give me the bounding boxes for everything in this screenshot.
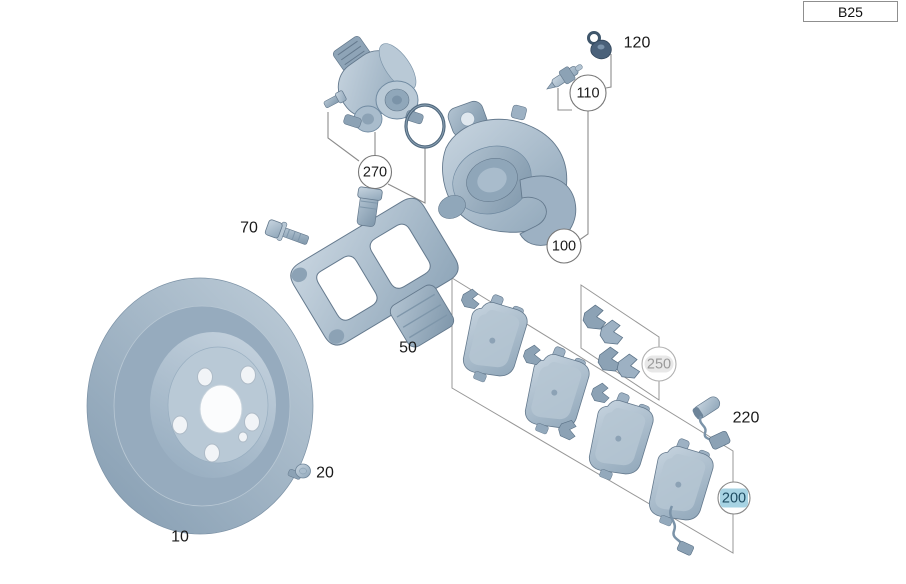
brake-pad[interactable] xyxy=(575,386,664,490)
caliper-bracket-illustration[interactable] xyxy=(286,186,464,351)
callout-110-label: 110 xyxy=(576,86,599,102)
clips-group-outline xyxy=(580,284,660,401)
callout-100[interactable]: 100 xyxy=(546,228,582,264)
label-sensor[interactable]: 220 xyxy=(733,410,760,427)
label-bracket[interactable]: 50 xyxy=(399,340,417,357)
bleeder-valve-illustration[interactable] xyxy=(543,59,586,94)
epb-actuator-illustration[interactable] xyxy=(328,35,424,133)
callout-200-highlighted[interactable]: 200 xyxy=(717,481,751,515)
bleeder-cap-illustration[interactable] xyxy=(587,31,612,60)
wear-sensor-illustration[interactable] xyxy=(691,395,731,451)
callout-110[interactable]: 110 xyxy=(569,74,607,112)
callout-270-label: 270 xyxy=(363,165,387,181)
lug-holes xyxy=(172,365,260,463)
brake-disc-illustration[interactable] xyxy=(86,277,314,535)
brake-pads-illustration[interactable] xyxy=(449,286,724,556)
o-ring-illustration[interactable] xyxy=(404,103,446,149)
label-bolt[interactable]: 70 xyxy=(240,220,258,237)
callout-200-label: 200 xyxy=(722,491,746,507)
pads-group-outline xyxy=(451,277,734,554)
brake-caliper-illustration[interactable] xyxy=(435,99,577,246)
bracket-bolt-illustration[interactable] xyxy=(264,217,311,250)
label-disc[interactable]: 10 xyxy=(171,529,189,546)
callout-270[interactable]: 270 xyxy=(357,154,393,190)
callout-250[interactable]: 250 xyxy=(641,346,677,382)
pad-retaining-clips-illustration[interactable] xyxy=(581,302,644,381)
actuator-bolt-illustration[interactable] xyxy=(322,90,347,110)
disc-screw-illustration[interactable] xyxy=(287,463,311,480)
label-screw[interactable]: 20 xyxy=(316,465,334,482)
callout-250-label: 250 xyxy=(647,357,671,373)
label-cap[interactable]: 120 xyxy=(624,35,651,52)
callout-100-label: 100 xyxy=(552,239,576,255)
drawing-code-badge: B25 xyxy=(803,1,898,22)
drawing-code: B25 xyxy=(838,3,863,20)
brake-pad[interactable] xyxy=(635,432,724,536)
hub-bore xyxy=(199,384,243,434)
